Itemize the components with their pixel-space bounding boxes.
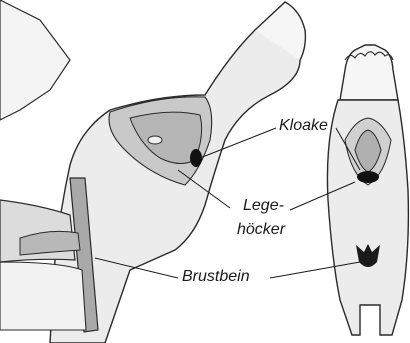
label-kloake: Kloake	[279, 117, 328, 135]
ventral-cloaca-dark-spot	[357, 171, 379, 183]
side-cloaca-opening	[148, 136, 162, 144]
side-body-background	[0, 0, 70, 120]
label-legehoecker-line2: höcker	[237, 221, 285, 239]
side-view	[0, 0, 305, 343]
label-legehoecker-line1: Lege-	[243, 197, 284, 215]
side-belly-lower	[0, 262, 86, 330]
ventral-view	[327, 45, 408, 335]
ventral-tail-feathers	[340, 45, 398, 100]
label-brustbein: Brustbein	[182, 268, 250, 286]
